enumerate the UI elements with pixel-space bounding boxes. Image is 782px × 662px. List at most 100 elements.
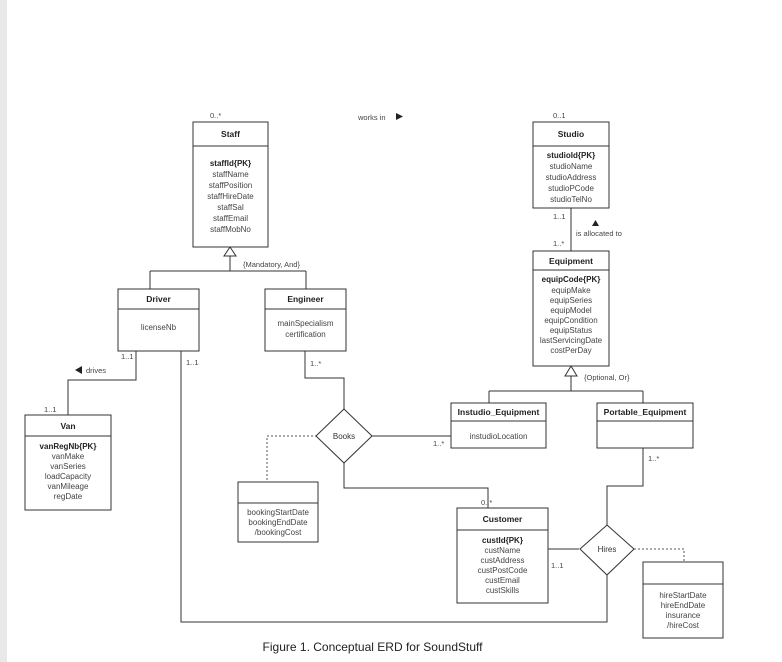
van-entity: Van vanRegNb{PK} vanMake vanSeries loadC… (24, 414, 112, 511)
driver-title: Driver (146, 294, 171, 304)
books-diamond (315, 408, 373, 464)
staff-entity: Staff staffId{PK} staffName staffPositio… (192, 121, 269, 248)
staff-generalization-triangle (223, 246, 237, 257)
staff-pk: staffId{PK} (210, 159, 251, 168)
staff-attr: staffSal (217, 203, 244, 212)
staff-attr: staffPosition (209, 181, 252, 190)
staff-attr: staffName (212, 170, 249, 179)
multiplicity-staff-works-in: 0..* (210, 111, 221, 120)
booking-attr: /bookingCost (255, 528, 302, 537)
equipment-pk: equipCode{PK} (542, 275, 601, 284)
hires-label: Hires (598, 545, 617, 554)
equipment-constraint-label: {Optional, Or} (584, 373, 630, 382)
studio-attr: studioAddress (546, 173, 597, 182)
staff-title: Staff (221, 129, 240, 139)
studio-entity: Studio studioId{PK} studioName studioAdd… (532, 121, 610, 209)
multiplicity-portable-hires: 1..* (648, 454, 659, 463)
engineer-attr: certification (285, 330, 325, 339)
books-relationship: Books (315, 408, 373, 464)
books-booking-dashed-link (266, 435, 317, 482)
works-in-label: works in (357, 113, 386, 122)
staff-attr: staffHireDate (207, 192, 254, 201)
studio-title: Studio (558, 129, 584, 139)
booking-attributes-box: bookingStartDate bookingEndDate /booking… (237, 481, 319, 543)
multiplicity-driver-drives: 1..1 (121, 352, 134, 361)
hire-attr: /hireCost (667, 621, 700, 630)
portable-equipment-entity: Portable_Equipment (596, 402, 694, 449)
equipment-generalization-triangle (564, 365, 578, 377)
studio-attr: studioName (550, 162, 593, 171)
instudio-equipment-title: Instudio_Equipment (458, 407, 540, 417)
customer-attr: custPostCode (478, 566, 528, 575)
multiplicity-equipment-allocated: 1..* (553, 239, 564, 248)
equipment-entity: Equipment equipCode{PK} equipMake equipS… (532, 250, 610, 367)
multiplicity-driver-hires: 1..1 (186, 358, 199, 367)
engineer-attr: mainSpecialism (277, 319, 333, 328)
customer-attr: custEmail (485, 576, 520, 585)
figure-caption: Figure 1. Conceptual ERD for SoundStuff (262, 640, 483, 654)
studio-pk: studioId{PK} (547, 151, 595, 160)
portable-equipment-title: Portable_Equipment (604, 407, 687, 417)
engineer-title: Engineer (287, 294, 324, 304)
staff-attr: staffEmail (213, 214, 248, 223)
hires-hire-dashed-link (634, 548, 685, 562)
instudio-equipment-attr: instudioLocation (470, 432, 528, 441)
equipment-attr: equipSeries (550, 296, 592, 305)
van-attr: vanMileage (48, 482, 89, 491)
hire-attributes-box: hireStartDate hireEndDate insurance /hir… (642, 561, 724, 639)
driver-van-line (67, 351, 137, 415)
equipment-attr: costPerDay (550, 346, 591, 355)
customer-title: Customer (483, 514, 523, 524)
hire-attr: hireStartDate (659, 591, 707, 600)
equipment-attr: equipMake (551, 286, 591, 295)
studio-attr: studioPCode (548, 184, 594, 193)
van-attr: loadCapacity (45, 472, 91, 481)
staff-attr: staffMobNo (210, 225, 251, 234)
books-customer-line (343, 463, 489, 508)
van-attr: vanSeries (50, 462, 86, 471)
customer-entity: Customer custId{PK} custName custAddress… (456, 507, 549, 604)
multiplicity-engineer-books: 1..* (310, 359, 321, 368)
multiplicity-instudio-books: 1..* (433, 439, 444, 448)
staff-constraint-label: {Mandatory, And} (243, 260, 300, 269)
studio-attr: studioTelNo (550, 195, 592, 204)
multiplicity-studio-allocated: 1..1 (553, 212, 566, 221)
customer-attr: custName (484, 546, 521, 555)
hire-attr: hireEndDate (661, 601, 706, 610)
booking-attr: bookingStartDate (247, 508, 309, 517)
equipment-attr: equipStatus (550, 326, 592, 335)
driver-entity: Driver licenseNb (117, 288, 200, 352)
multiplicity-customer-books: 0..* (481, 498, 492, 507)
multiplicity-van-drives: 1..1 (44, 405, 57, 414)
books-label: Books (333, 432, 355, 441)
left-margin-strip (0, 0, 7, 662)
customer-attr: custSkills (486, 586, 519, 595)
hires-diamond (579, 524, 635, 576)
hire-attr: insurance (666, 611, 701, 620)
customer-pk: custId{PK} (482, 536, 523, 545)
works-in-arrow-icon (396, 113, 403, 120)
van-title: Van (60, 421, 75, 431)
allocated-arrow-icon (592, 220, 599, 226)
is-allocated-to-label: is allocated to (576, 229, 622, 238)
van-pk: vanRegNb{PK} (40, 442, 97, 451)
drives-label: drives (86, 366, 106, 375)
equipment-attr: lastServicingDate (540, 336, 603, 345)
driver-attr: licenseNb (141, 323, 177, 332)
customer-attr: custAddress (480, 556, 524, 565)
instudio-equipment-entity: Instudio_Equipment instudioLocation (450, 402, 547, 449)
equipment-attr: equipModel (550, 306, 592, 315)
van-attr: regDate (54, 492, 83, 501)
equipment-title: Equipment (549, 256, 593, 266)
booking-attr: bookingEndDate (248, 518, 308, 527)
engineer-books-line (304, 351, 345, 409)
multiplicity-studio-works-in: 0..1 (553, 111, 566, 120)
connectors (67, 208, 685, 623)
portable-hires-line (606, 448, 644, 525)
engineer-entity: Engineer mainSpecialism certification (264, 288, 347, 352)
hires-relationship: Hires (579, 524, 635, 576)
van-attr: vanMake (52, 452, 85, 461)
multiplicity-customer-hires: 1..1 (551, 561, 564, 570)
drives-arrow-icon (75, 366, 82, 374)
